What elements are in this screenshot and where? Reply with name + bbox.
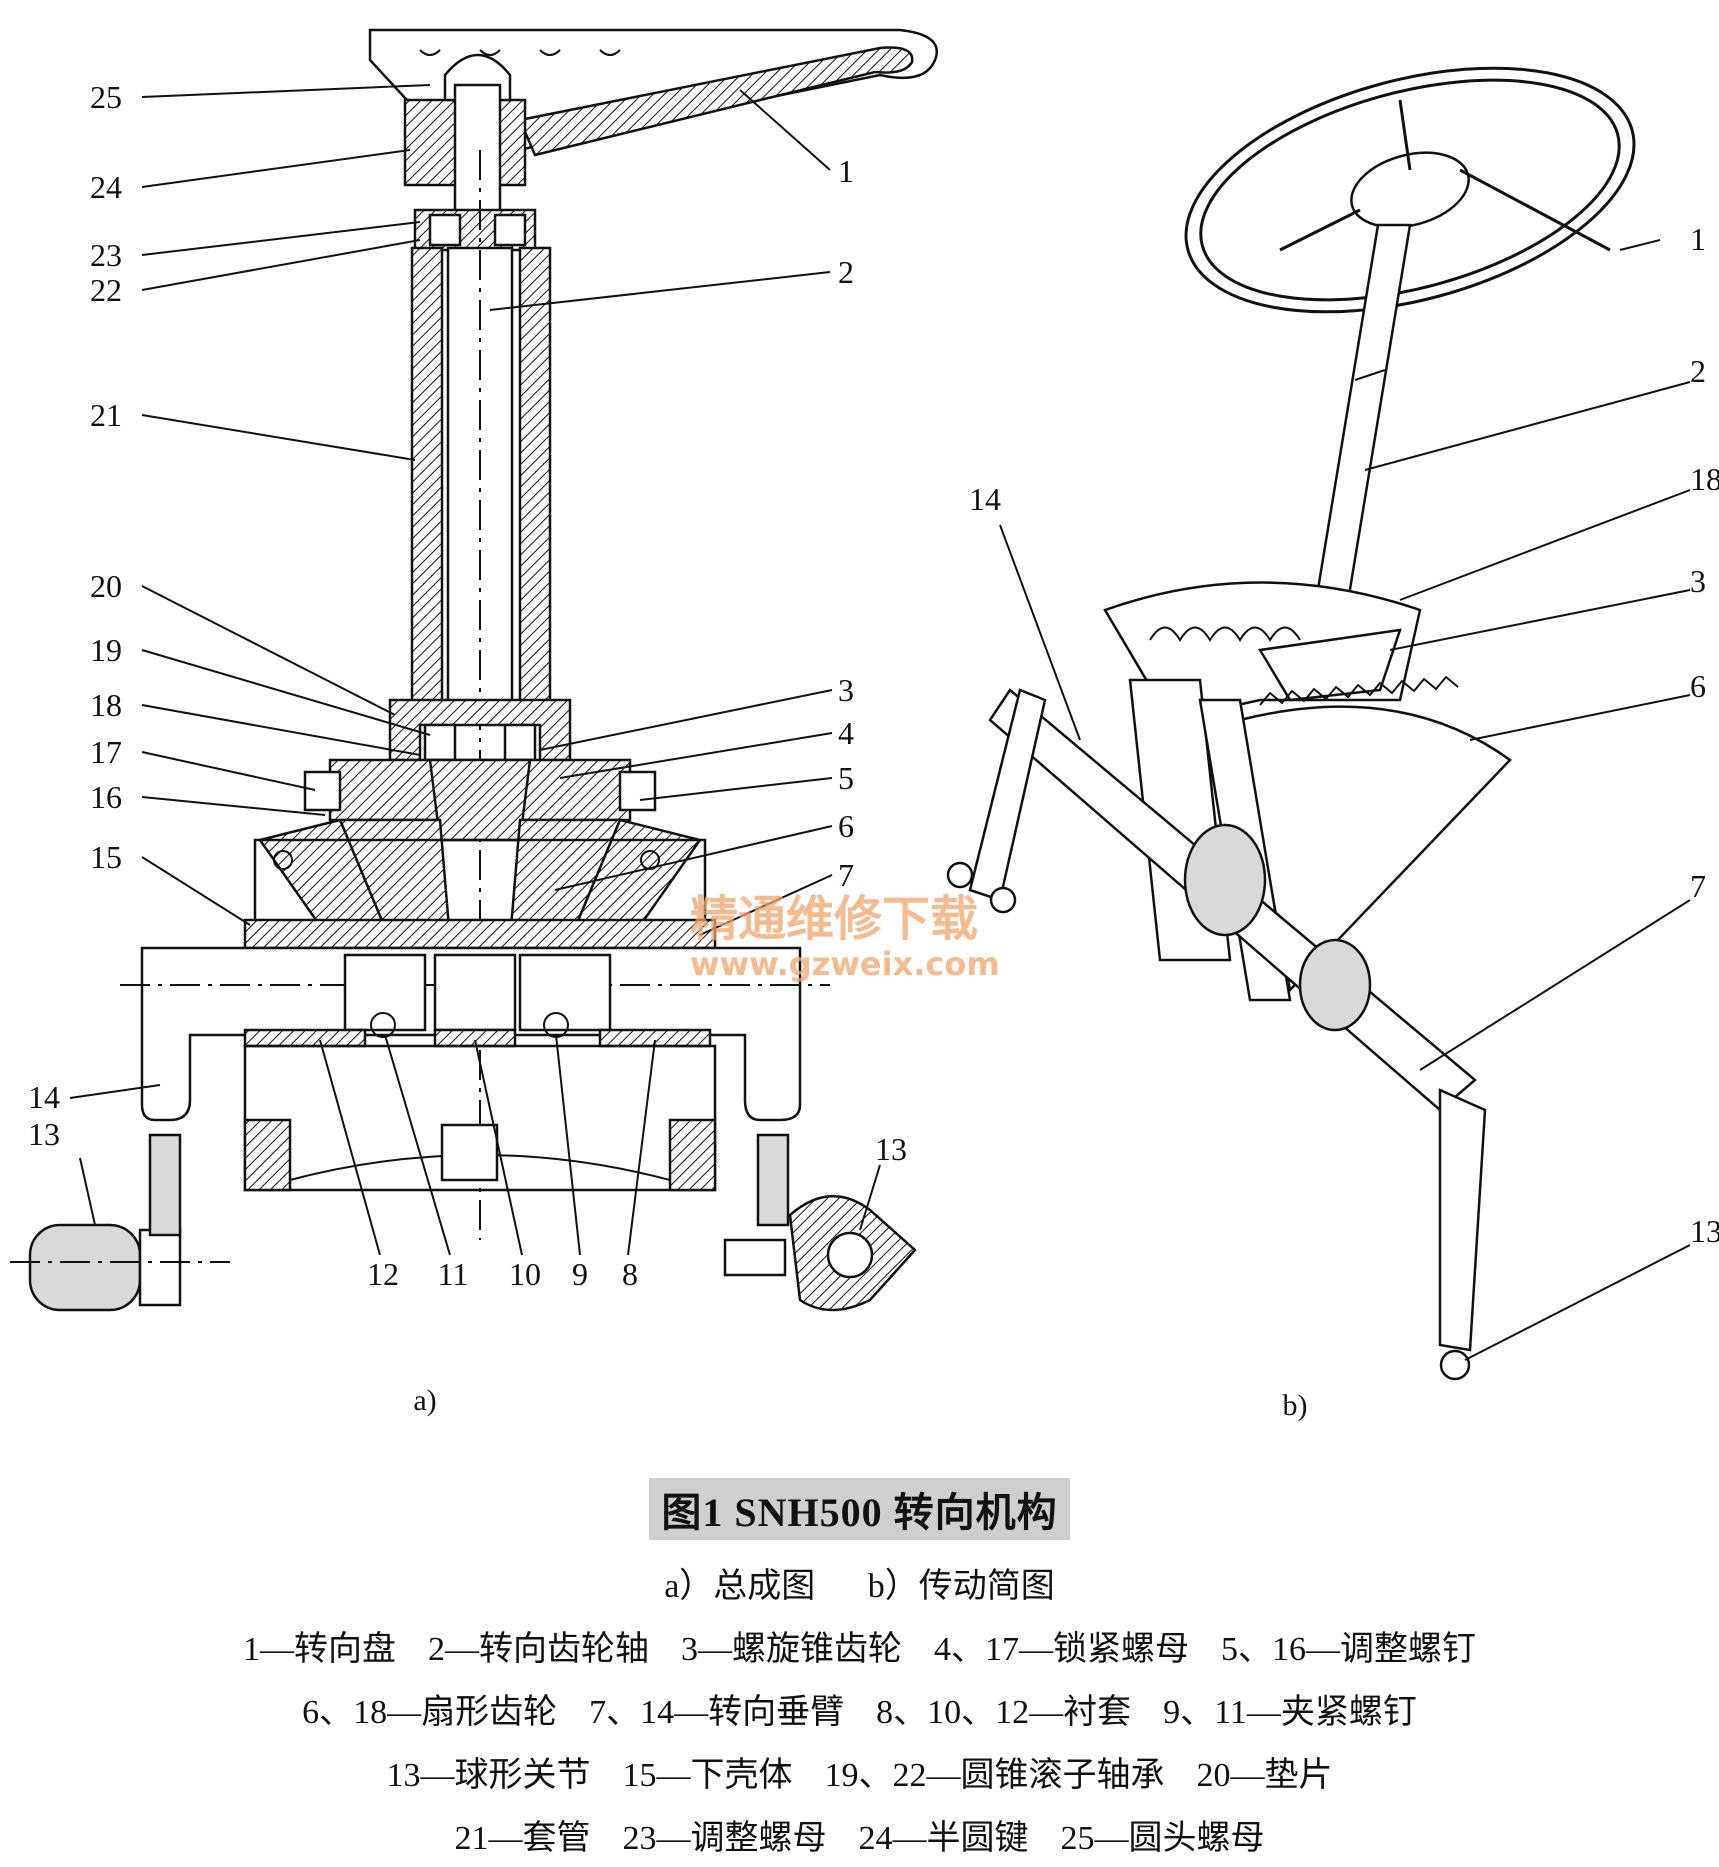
panel-a-labels: 25 24 23 22 21 20 19 18 17 16 15 14 13 1… bbox=[28, 79, 907, 1417]
figure-subtitles: a）总成图 b）传动简图 bbox=[0, 1558, 1719, 1607]
callout-20: 20 bbox=[90, 568, 122, 604]
panel-a-assembly-drawing bbox=[10, 28, 938, 1312]
figure-caption: 图1 SNH500 转向机构 a）总成图 b）传动简图 1—转向盘 2—转向齿轮轴… bbox=[0, 1478, 1719, 1859]
legend-line: 6、18—扇形齿轮 7、14—转向垂臂 8、10、12—衬套 9、11—夹紧螺钉 bbox=[0, 1684, 1719, 1733]
legend-line: 1—转向盘 2—转向齿轮轴 3—螺旋锥齿轮 4、17—锁紧螺母 5、16—调整螺钉 bbox=[0, 1621, 1719, 1670]
callout-24: 24 bbox=[90, 169, 122, 205]
legend-item: 9、11—夹紧螺钉 bbox=[1163, 1694, 1417, 1731]
callout-12: 12 bbox=[367, 1256, 399, 1292]
callout-5: 5 bbox=[838, 760, 854, 796]
callout-22: 22 bbox=[90, 272, 122, 308]
b-callout-1: 1 bbox=[1690, 221, 1706, 257]
callout-18: 18 bbox=[90, 687, 122, 723]
watermark-chinese: 精通维修下载 bbox=[690, 891, 978, 947]
steering-mechanism-figure: 25 24 23 22 21 20 19 18 17 16 15 14 13 1… bbox=[10, 28, 1719, 1422]
panel-a-label: a) bbox=[413, 1384, 436, 1417]
legend-item: 4、17—锁紧螺母 bbox=[934, 1631, 1189, 1668]
legend-line: 21—套管 23—调整螺母 24—半圆键 25—圆头螺母 bbox=[0, 1810, 1719, 1859]
legend-item: 1—转向盘 bbox=[243, 1631, 396, 1668]
legend-item: 13—球形关节 bbox=[386, 1757, 591, 1794]
watermark-url: www.gzweix.com bbox=[690, 945, 1000, 983]
callout-15: 15 bbox=[90, 839, 122, 875]
legend-item: 6、18—扇形齿轮 bbox=[302, 1694, 558, 1731]
b-callout-3: 3 bbox=[1690, 563, 1706, 599]
legend-item: 24—半圆键 bbox=[858, 1820, 1029, 1857]
callout-2: 2 bbox=[838, 254, 854, 290]
b-callout-7: 7 bbox=[1690, 868, 1706, 904]
callout-9: 9 bbox=[572, 1256, 588, 1292]
legend-item: 19、22—圆锥滚子轴承 bbox=[824, 1757, 1165, 1794]
legend-item: 5、16—调整螺钉 bbox=[1221, 1631, 1476, 1668]
site-watermark: 精通维修下载 www.gzweix.com bbox=[690, 891, 1000, 983]
callout-1: 1 bbox=[838, 153, 854, 189]
parts-legend: 1—转向盘 2—转向齿轮轴 3—螺旋锥齿轮 4、17—锁紧螺母 5、16—调整螺钉 6、1… bbox=[0, 1621, 1719, 1859]
subtitle-b: b）传动简图 bbox=[867, 1568, 1055, 1605]
legend-item: 20—垫片 bbox=[1196, 1757, 1333, 1794]
b-callout-13: 13 bbox=[1690, 1213, 1719, 1249]
panel-b-transmission-sketch bbox=[946, 66, 1691, 1381]
callout-14: 14 bbox=[28, 1079, 60, 1115]
callout-21: 21 bbox=[90, 397, 122, 433]
figure-title: 图1 SNH500 转向机构 bbox=[649, 1478, 1070, 1540]
legend-item: 3—螺旋锥齿轮 bbox=[681, 1631, 902, 1668]
legend-item: 21—套管 bbox=[454, 1820, 591, 1857]
legend-item: 15—下壳体 bbox=[622, 1757, 793, 1794]
b-callout-6: 6 bbox=[1690, 668, 1706, 704]
callout-13-left: 13 bbox=[28, 1116, 60, 1152]
callout-16: 16 bbox=[90, 779, 122, 815]
legend-item: 23—调整螺母 bbox=[622, 1820, 827, 1857]
callout-6: 6 bbox=[838, 808, 854, 844]
left-ball-joint bbox=[10, 1133, 230, 1312]
legend-item: 2—转向齿轮轴 bbox=[428, 1631, 649, 1668]
legend-item: 25—圆头螺母 bbox=[1060, 1820, 1265, 1857]
b-callout-2: 2 bbox=[1690, 353, 1706, 389]
callout-7: 7 bbox=[838, 857, 854, 893]
right-ball-joint bbox=[723, 1133, 917, 1312]
panel-b-labels: 1 2 18 3 6 7 13 14 b) bbox=[969, 221, 1719, 1422]
callout-11: 11 bbox=[438, 1256, 469, 1292]
callout-25: 25 bbox=[90, 79, 122, 115]
callout-10: 10 bbox=[509, 1256, 541, 1292]
callout-13-right: 13 bbox=[875, 1131, 907, 1167]
legend-item: 8、10、12—衬套 bbox=[876, 1694, 1132, 1731]
callout-19: 19 bbox=[90, 632, 122, 668]
callout-4: 4 bbox=[838, 715, 854, 751]
legend-item: 7、14—转向垂臂 bbox=[589, 1694, 845, 1731]
legend-line: 13—球形关节 15—下壳体 19、22—圆锥滚子轴承 20—垫片 bbox=[0, 1747, 1719, 1796]
panel-b-label: b) bbox=[1283, 1389, 1308, 1422]
b-callout-18: 18 bbox=[1690, 461, 1719, 497]
callout-3: 3 bbox=[838, 672, 854, 708]
b-callout-14: 14 bbox=[969, 481, 1001, 517]
subtitle-a: a）总成图 bbox=[664, 1568, 816, 1605]
callout-17: 17 bbox=[90, 734, 122, 770]
callout-23: 23 bbox=[90, 237, 122, 273]
callout-8: 8 bbox=[622, 1256, 638, 1292]
